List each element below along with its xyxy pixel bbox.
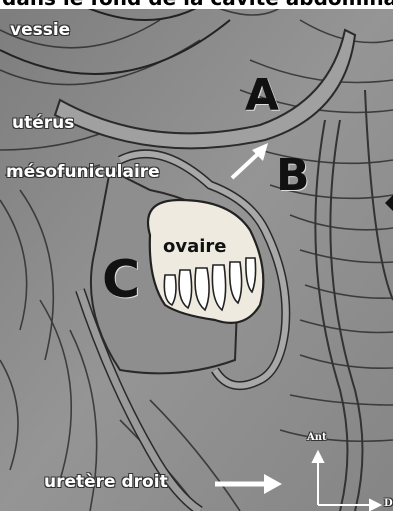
label-A: A bbox=[245, 70, 279, 121]
label-ovaire: ovaire bbox=[163, 236, 227, 257]
label-C: C bbox=[102, 250, 140, 310]
label-uretere-droit: uretère droit bbox=[44, 472, 168, 492]
label-vessie: vessie bbox=[10, 20, 70, 40]
header-fragment: dans le fond de la cavité abdominale, vu… bbox=[2, 0, 393, 9]
label-uterus: utérus bbox=[12, 113, 74, 133]
label-d: D bbox=[384, 498, 393, 509]
label-ant: Ant bbox=[307, 432, 327, 443]
label-B: B bbox=[276, 150, 310, 201]
label-mesofuniculaire: mésofuniculaire bbox=[6, 162, 160, 182]
header-strip: dans le fond de la cavité abdominale, vu… bbox=[0, 0, 393, 9]
